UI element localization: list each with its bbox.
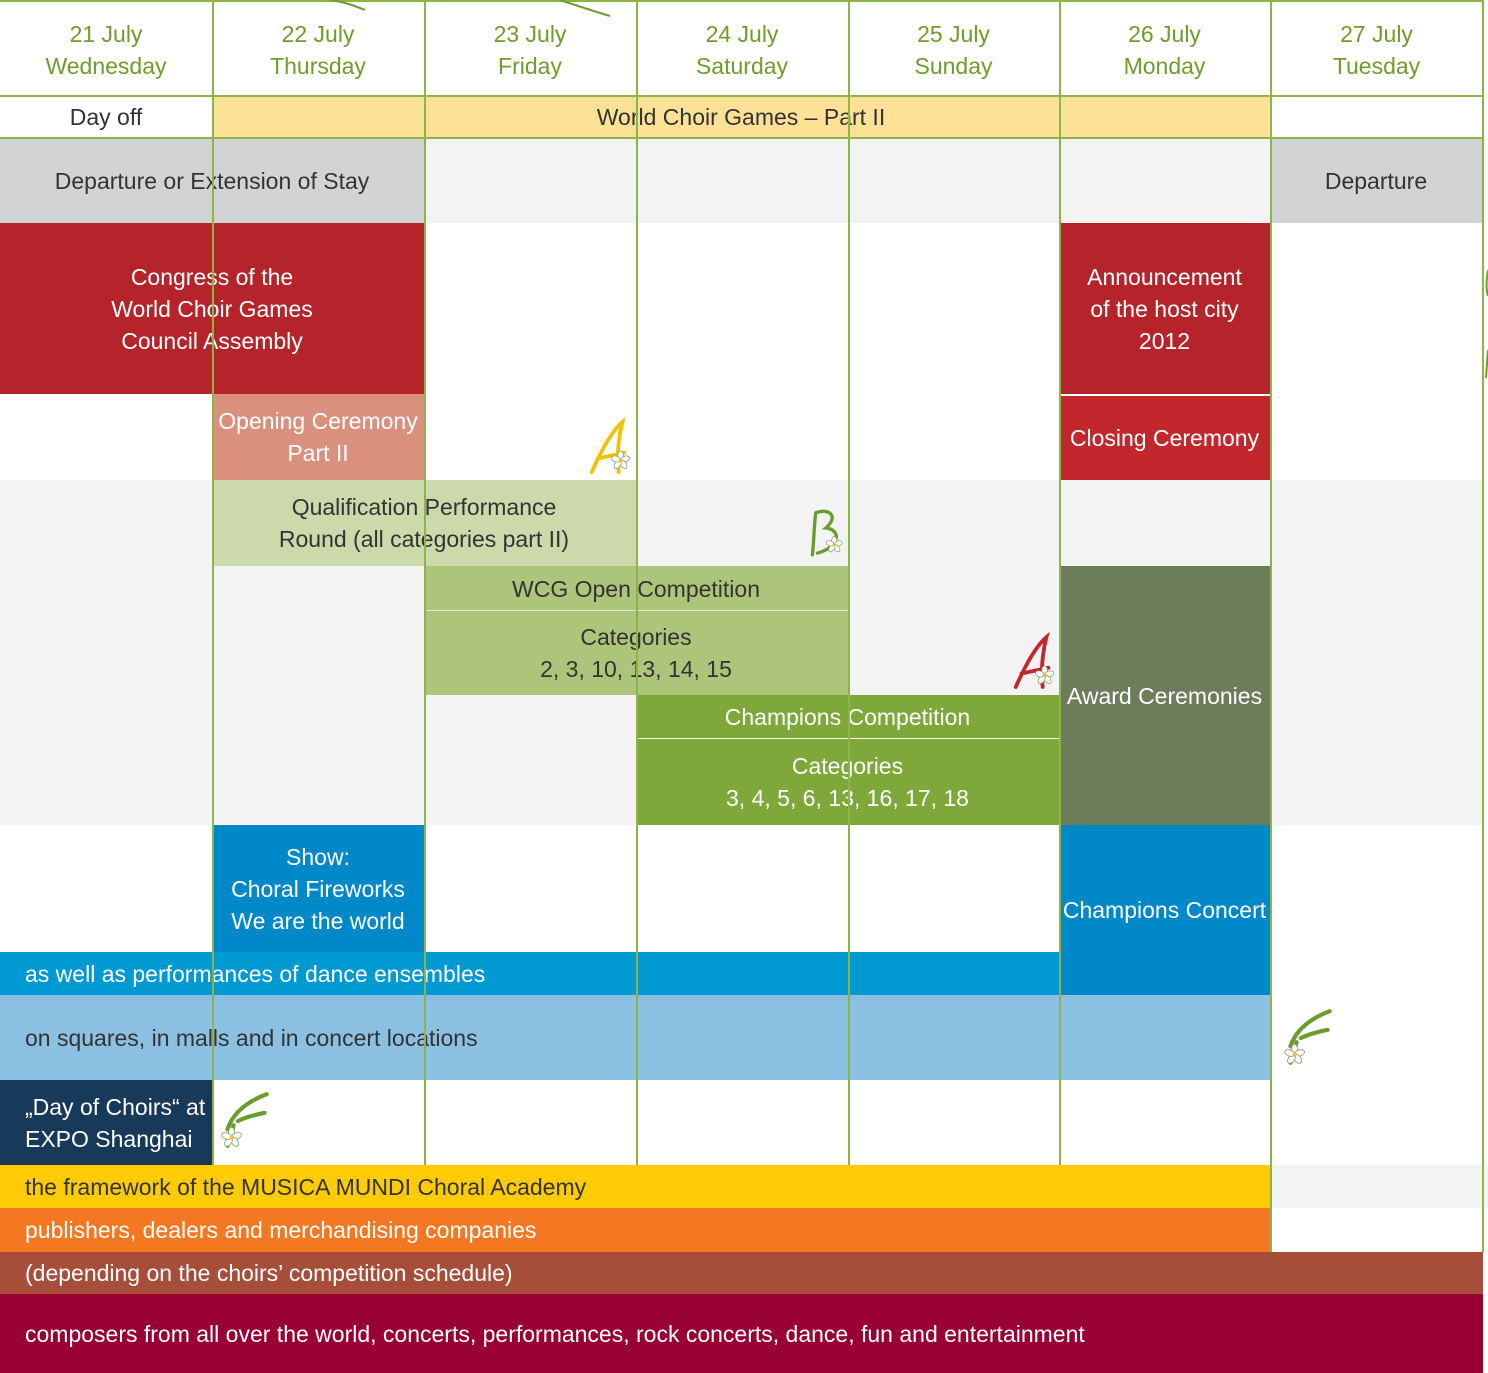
letter-a-flower-icon bbox=[1013, 631, 1055, 689]
block-text-line: Round (all categories part II) bbox=[278, 526, 570, 552]
grid-line-horizontal bbox=[0, 95, 1484, 97]
block-text-line: 2012 bbox=[1138, 327, 1191, 354]
grid-line-vertical bbox=[1482, 0, 1484, 1252]
block-text-line: as well as performances of dance ensembl… bbox=[25, 960, 486, 987]
day-weekday: Thursday bbox=[270, 52, 366, 79]
block-text-line: of the host city bbox=[1090, 295, 1239, 322]
decorative-swoosh bbox=[329, 0, 1488, 379]
grid-line-vertical bbox=[1059, 0, 1061, 1165]
departure-row-cell bbox=[848, 139, 1059, 223]
block-text-line: Champions Competition bbox=[724, 703, 971, 730]
block-day-of-choirs: „Day of Choirs“ at EXPO Shanghai bbox=[0, 1080, 212, 1165]
day-date: 22 July bbox=[281, 20, 355, 47]
flower-f-icon bbox=[1284, 1009, 1332, 1065]
block-text-line: Closing Ceremony bbox=[1069, 425, 1260, 451]
block-text-line: 3, 4, 5, 6, 13, 16, 17, 18 bbox=[726, 785, 969, 811]
block-text-line: on squares, in malls and in concert loca… bbox=[25, 1024, 478, 1051]
day-date: 24 July bbox=[705, 20, 779, 47]
block-dance-ensembles: as well as performances of dance ensembl… bbox=[0, 952, 1059, 995]
day-weekday: Sunday bbox=[914, 52, 993, 79]
block-text-line: EXPO Shanghai bbox=[25, 1125, 193, 1152]
block-text-line: (depending on the choirs’ competition sc… bbox=[25, 1260, 513, 1286]
day-weekday: Tuesday bbox=[1332, 52, 1421, 79]
letter-a-flower-icon bbox=[589, 416, 631, 474]
block-text-line: composers from all over the world, conce… bbox=[25, 1320, 1085, 1347]
block-text-line: Categories bbox=[580, 621, 691, 653]
grid-line-vertical bbox=[636, 0, 638, 1165]
block-text-line: 2, 3, 10, 13, 14, 15 bbox=[540, 656, 732, 682]
block-world-choir-games-part-2: World Choir Games – Part II bbox=[212, 97, 1270, 137]
day-date: 25 July bbox=[917, 20, 990, 47]
grid-line-vertical bbox=[1270, 0, 1272, 1252]
block-text-line: Part II bbox=[287, 440, 349, 466]
block-text-line: World Choir Games – Part II bbox=[596, 104, 886, 130]
block-composers: composers from all over the world, conce… bbox=[0, 1294, 1483, 1373]
block-award-ceremonies: Award Ceremonies bbox=[1059, 566, 1270, 825]
block-publishers: publishers, dealers and merchandising co… bbox=[0, 1208, 1270, 1252]
block-competition-schedule: (depending on the choirs’ competition sc… bbox=[0, 1252, 1483, 1294]
block-announcement: Announcement of the host city 2012 bbox=[1059, 223, 1270, 394]
day-weekday: Wednesday bbox=[45, 52, 167, 79]
day-date: 27 July bbox=[1340, 20, 1413, 47]
day-weekday: Monday bbox=[1123, 52, 1206, 79]
block-text-line: Departure bbox=[1324, 168, 1428, 194]
block-text-line: publishers, dealers and merchandising co… bbox=[25, 1217, 537, 1243]
block-text-line: „Day of Choirs“ at bbox=[25, 1093, 206, 1120]
flower-f-icon bbox=[221, 1092, 269, 1148]
block-champions-title: Champions Competition bbox=[636, 695, 1059, 738]
day-date: 26 July bbox=[1128, 20, 1201, 47]
block-text-line: Opening Ceremony bbox=[218, 408, 418, 434]
letter-b-flower-icon bbox=[810, 509, 843, 557]
departure-row-cell bbox=[636, 139, 848, 223]
block-text-line: the framework of the MUSICA MUNDI Choral… bbox=[25, 1173, 587, 1200]
block-text-line: Day off bbox=[69, 104, 143, 130]
block-text-line: Categories bbox=[792, 750, 903, 782]
day-date: 21 July bbox=[69, 20, 143, 47]
departure-row-cell bbox=[1059, 139, 1270, 223]
grid-line-vertical bbox=[424, 0, 426, 1165]
block-closing-ceremony: Closing Ceremony bbox=[1059, 396, 1270, 480]
block-text-line: Choral Fireworks bbox=[231, 875, 405, 902]
block-text-line: Champions Concert bbox=[1062, 897, 1267, 923]
day-weekday: Friday bbox=[498, 52, 562, 79]
block-champions-concert: Champions Concert bbox=[1059, 825, 1270, 995]
grid-line-horizontal bbox=[0, 137, 1484, 139]
block-divider bbox=[636, 738, 1059, 739]
grid-line-vertical bbox=[212, 0, 214, 1165]
block-text-line: Announcement bbox=[1087, 263, 1242, 290]
block-text-line: Award Ceremonies bbox=[1066, 682, 1263, 709]
day-weekday: Saturday bbox=[695, 52, 789, 79]
day-date: 23 July bbox=[493, 20, 567, 47]
block-champions-categories: Categories 3, 4, 5, 6, 13, 16, 17, 18 bbox=[636, 739, 1059, 825]
block-text-line: Show: bbox=[286, 843, 350, 870]
block-text-line: WCG Open Competition bbox=[512, 575, 760, 602]
block-day-off: Day off bbox=[0, 97, 212, 137]
grid-line-vertical bbox=[848, 0, 850, 1165]
block-departure: Departure bbox=[1270, 139, 1482, 223]
grid-line-horizontal bbox=[0, 0, 1484, 2]
block-show: Show: Choral Fireworks We are the world bbox=[212, 825, 424, 952]
block-musica-mundi: the framework of the MUSICA MUNDI Choral… bbox=[0, 1165, 1270, 1208]
block-squares-malls: on squares, in malls and in concert loca… bbox=[0, 995, 1270, 1080]
block-text-line: We are the world bbox=[231, 907, 405, 934]
departure-row-cell bbox=[424, 139, 636, 223]
block-divider bbox=[1059, 394, 1270, 396]
